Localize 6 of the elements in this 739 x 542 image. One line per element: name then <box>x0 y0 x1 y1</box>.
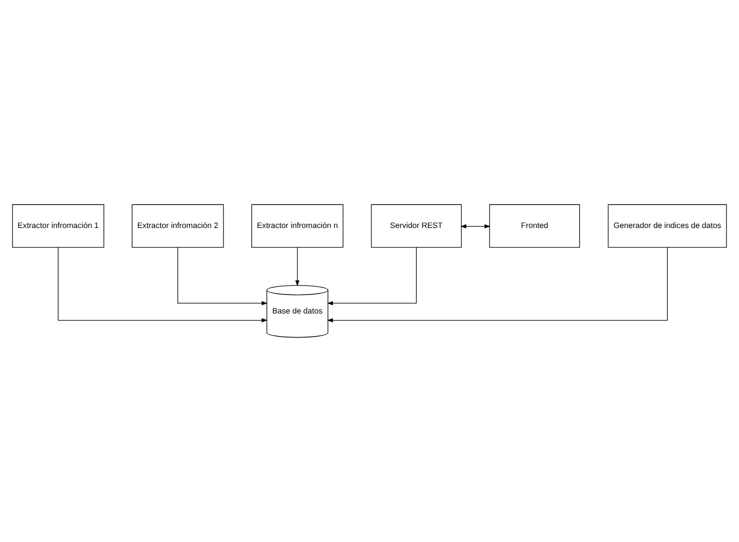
arrow <box>326 247 668 322</box>
arrow <box>177 247 268 306</box>
arrow <box>327 247 417 306</box>
arrow <box>460 224 490 228</box>
arrow <box>295 247 300 286</box>
arrow <box>58 247 268 322</box>
